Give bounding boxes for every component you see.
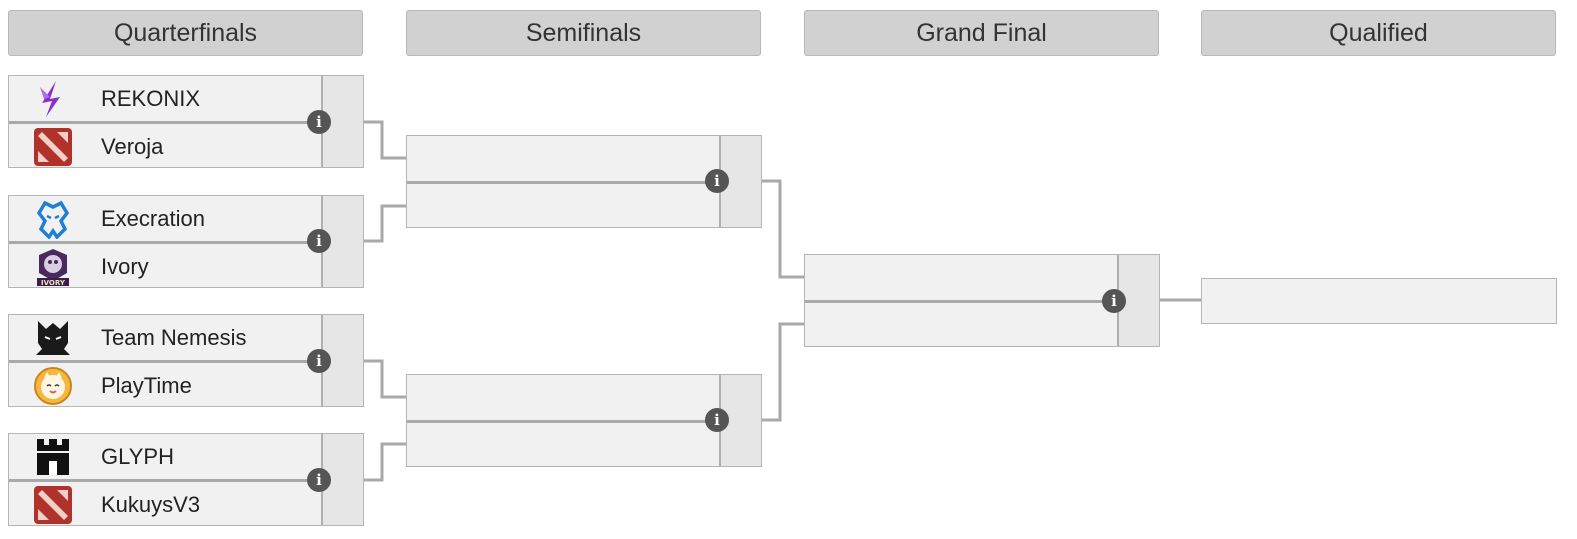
playtime-logo — [31, 366, 75, 406]
dota2-logo — [31, 127, 75, 167]
team-slot-empty[interactable] — [407, 423, 717, 468]
team-nemesis-logo — [31, 318, 75, 358]
team-slot-empty[interactable] — [805, 303, 1115, 348]
semifinal-match-2[interactable] — [406, 374, 762, 467]
semifinal-match-1[interactable] — [406, 135, 762, 228]
match-divider — [407, 420, 761, 423]
quarterfinal-match-1[interactable]: REKONIX Veroja — [8, 75, 364, 168]
info-icon[interactable]: i — [307, 468, 331, 492]
info-icon[interactable]: i — [307, 229, 331, 253]
team-name: Ivory — [101, 253, 149, 279]
round-header-qualified: Qualified — [1201, 10, 1556, 56]
grand-final-match[interactable] — [804, 254, 1160, 347]
dota2-logo — [31, 485, 75, 525]
team-name: GLYPH — [101, 443, 174, 469]
info-icon[interactable]: i — [1102, 289, 1126, 313]
round-header-grand-final: Grand Final — [804, 10, 1159, 56]
info-icon[interactable]: i — [705, 169, 729, 193]
rekonix-logo — [31, 79, 75, 119]
team-name: Team Nemesis — [101, 324, 247, 350]
info-icon[interactable]: i — [705, 408, 729, 432]
team-slot-empty[interactable] — [805, 255, 1115, 300]
match-divider — [9, 121, 363, 124]
team-name: Veroja — [101, 133, 164, 159]
team-name: PlayTime — [101, 372, 192, 398]
match-divider — [9, 479, 363, 482]
svg-text:IVORY: IVORY — [41, 279, 66, 287]
info-icon[interactable]: i — [307, 349, 331, 373]
glyph-logo — [31, 437, 75, 477]
match-divider — [805, 300, 1159, 303]
round-header-semifinals: Semifinals — [406, 10, 761, 56]
quarterfinal-match-2[interactable]: Execration IVORY Ivory — [8, 195, 364, 288]
team-slot-empty[interactable] — [407, 375, 717, 420]
round-header-quarterfinals: Quarterfinals — [8, 10, 363, 56]
match-divider — [9, 360, 363, 363]
team-name: REKONIX — [101, 85, 201, 111]
qualified-team-slot[interactable] — [1201, 278, 1557, 324]
match-divider — [9, 241, 363, 244]
team-slot-empty[interactable] — [407, 184, 717, 229]
quarterfinal-match-4[interactable]: GLYPH KukuysV3 — [8, 433, 364, 526]
execration-logo — [31, 199, 75, 239]
team-name: KukuysV3 — [101, 491, 201, 517]
team-name: Execration — [101, 205, 205, 231]
team-slot-empty[interactable] — [407, 136, 717, 181]
ivory-logo: IVORY — [31, 247, 75, 287]
quarterfinal-match-3[interactable]: Team Nemesis PlayTime — [8, 314, 364, 407]
match-divider — [407, 181, 761, 184]
info-icon[interactable]: i — [307, 110, 331, 134]
